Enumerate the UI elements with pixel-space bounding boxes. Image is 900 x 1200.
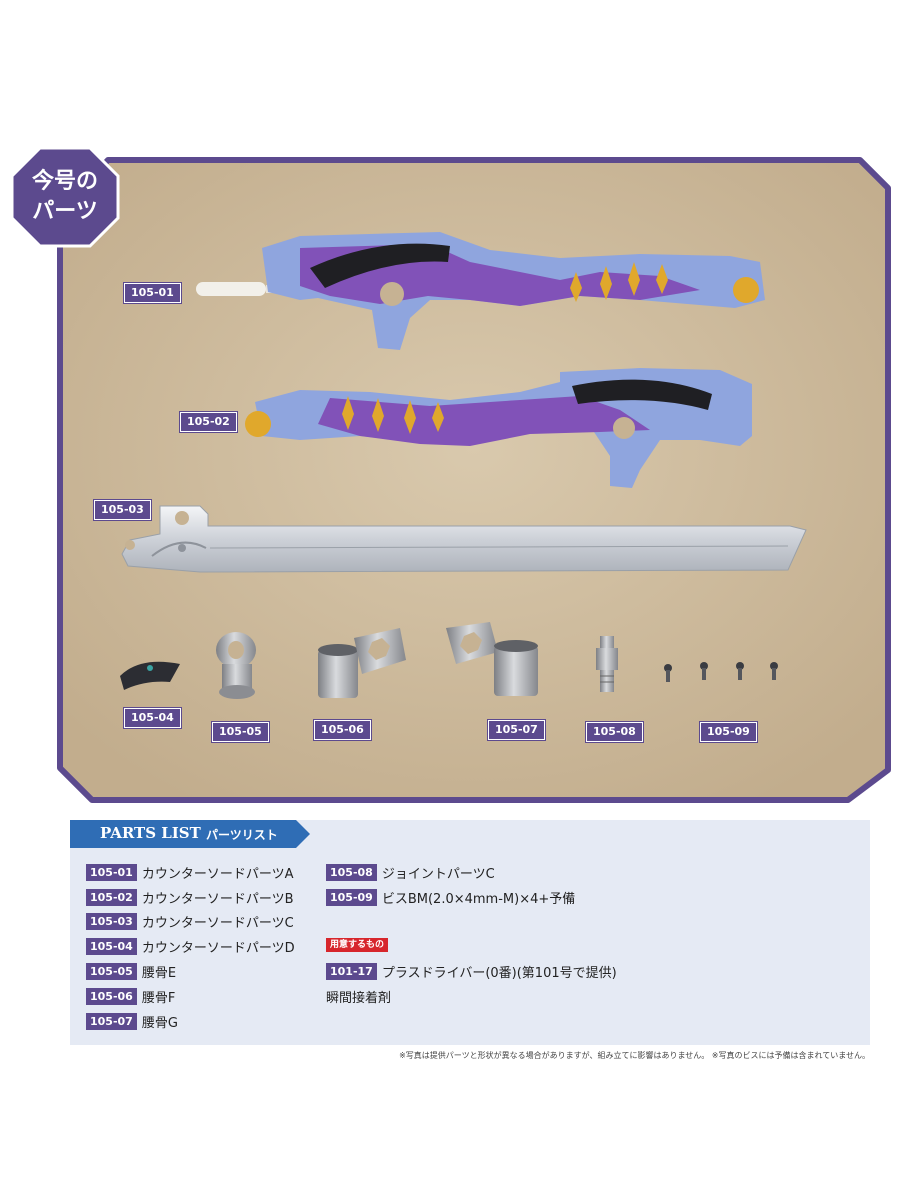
list-item: 101-17 プラスドライバー(0番)(第101号で提供) <box>326 961 617 981</box>
list-item: 105-01 カウンターソードパーツA <box>86 862 293 882</box>
parts-photo: 今号の パーツ <box>10 146 891 803</box>
parts-list-title: PARTS LIST <box>100 824 201 842</box>
part-105-02-image <box>245 368 752 488</box>
part-name: カウンターソードパーツA <box>141 866 294 882</box>
part-105-09-image <box>664 662 778 682</box>
tag-105-03: 105-03 <box>94 500 151 520</box>
tag-105-06: 105-06 <box>314 720 371 740</box>
part-105-06-image <box>318 628 406 698</box>
part-code: 105-07 <box>86 1012 137 1030</box>
list-item: 105-04 カウンターソードパーツD <box>86 936 295 956</box>
part-code: 105-04 <box>86 937 137 955</box>
list-item: 105-05 腰骨E <box>86 961 176 981</box>
list-item: 105-09 ビスBM(2.0×4mm-M)×4+予備 <box>326 887 575 907</box>
part-name: ジョイントパーツC <box>381 866 495 882</box>
parts-photo-panel: 今号の パーツ <box>10 146 891 803</box>
tag-105-05: 105-05 <box>212 722 269 742</box>
part-name: カウンターソードパーツD <box>141 940 295 956</box>
part-code: 105-03 <box>86 912 137 930</box>
part-name: 瞬間接着剤 <box>326 990 392 1006</box>
part-code: 105-01 <box>86 863 137 881</box>
badge-line1: 今号の <box>32 168 98 194</box>
prepare-label: 用意するもの <box>326 938 389 952</box>
parts-list-subtitle: パーツリスト <box>206 828 278 842</box>
part-name: ビスBM(2.0×4mm-M)×4+予備 <box>381 891 576 907</box>
tag-105-07: 105-07 <box>488 720 545 740</box>
parts-list-header: PARTS LIST パーツリスト <box>70 820 310 848</box>
part-name: カウンターソードパーツC <box>141 915 294 931</box>
list-item: 105-02 カウンターソードパーツB <box>86 887 294 907</box>
part-name: 腰骨G <box>141 1015 178 1031</box>
part-code: 101-17 <box>326 962 377 980</box>
part-name: 腰骨F <box>141 990 176 1006</box>
list-item: 105-07 腰骨G <box>86 1011 178 1031</box>
part-105-08-image <box>596 636 618 692</box>
part-105-04-image <box>120 661 180 690</box>
list-item: 瞬間接着剤 <box>326 986 391 1006</box>
part-name: カウンターソードパーツB <box>141 891 294 907</box>
tag-105-02: 105-02 <box>180 412 237 432</box>
list-item: 105-03 カウンターソードパーツC <box>86 911 294 931</box>
tag-105-01: 105-01 <box>124 283 181 303</box>
part-code: 105-02 <box>86 888 137 906</box>
tag-105-09: 105-09 <box>700 722 757 742</box>
tag-105-08: 105-08 <box>586 722 643 742</box>
part-105-01-image <box>196 232 765 350</box>
part-code: 105-05 <box>86 962 137 980</box>
badge-line2: パーツ <box>32 199 98 224</box>
prepare-section: 用意するもの <box>326 935 389 955</box>
photo-frame <box>57 157 891 803</box>
list-item: 105-06 腰骨F <box>86 986 175 1006</box>
part-name: プラスドライバー(0番)(第101号で提供) <box>381 965 617 981</box>
parts-list-box: PARTS LIST パーツリスト 105-01 カウンターソードパーツA 10… <box>70 820 870 1045</box>
section-badge: 今号の パーツ <box>10 146 120 248</box>
part-code: 105-08 <box>326 863 377 881</box>
part-105-05-image <box>216 632 256 699</box>
tag-105-04: 105-04 <box>124 708 181 728</box>
part-code: 105-09 <box>326 888 377 906</box>
part-105-07-image <box>446 622 538 696</box>
part-105-03-image <box>121 505 807 573</box>
part-name: 腰骨E <box>141 965 177 981</box>
list-item: 105-08 ジョイントパーツC <box>326 862 495 882</box>
part-code: 105-06 <box>86 987 137 1005</box>
footnote: ※写真は提供パーツと形状が異なる場合がありますが、組み立てに影響はありません。 … <box>399 1051 870 1060</box>
